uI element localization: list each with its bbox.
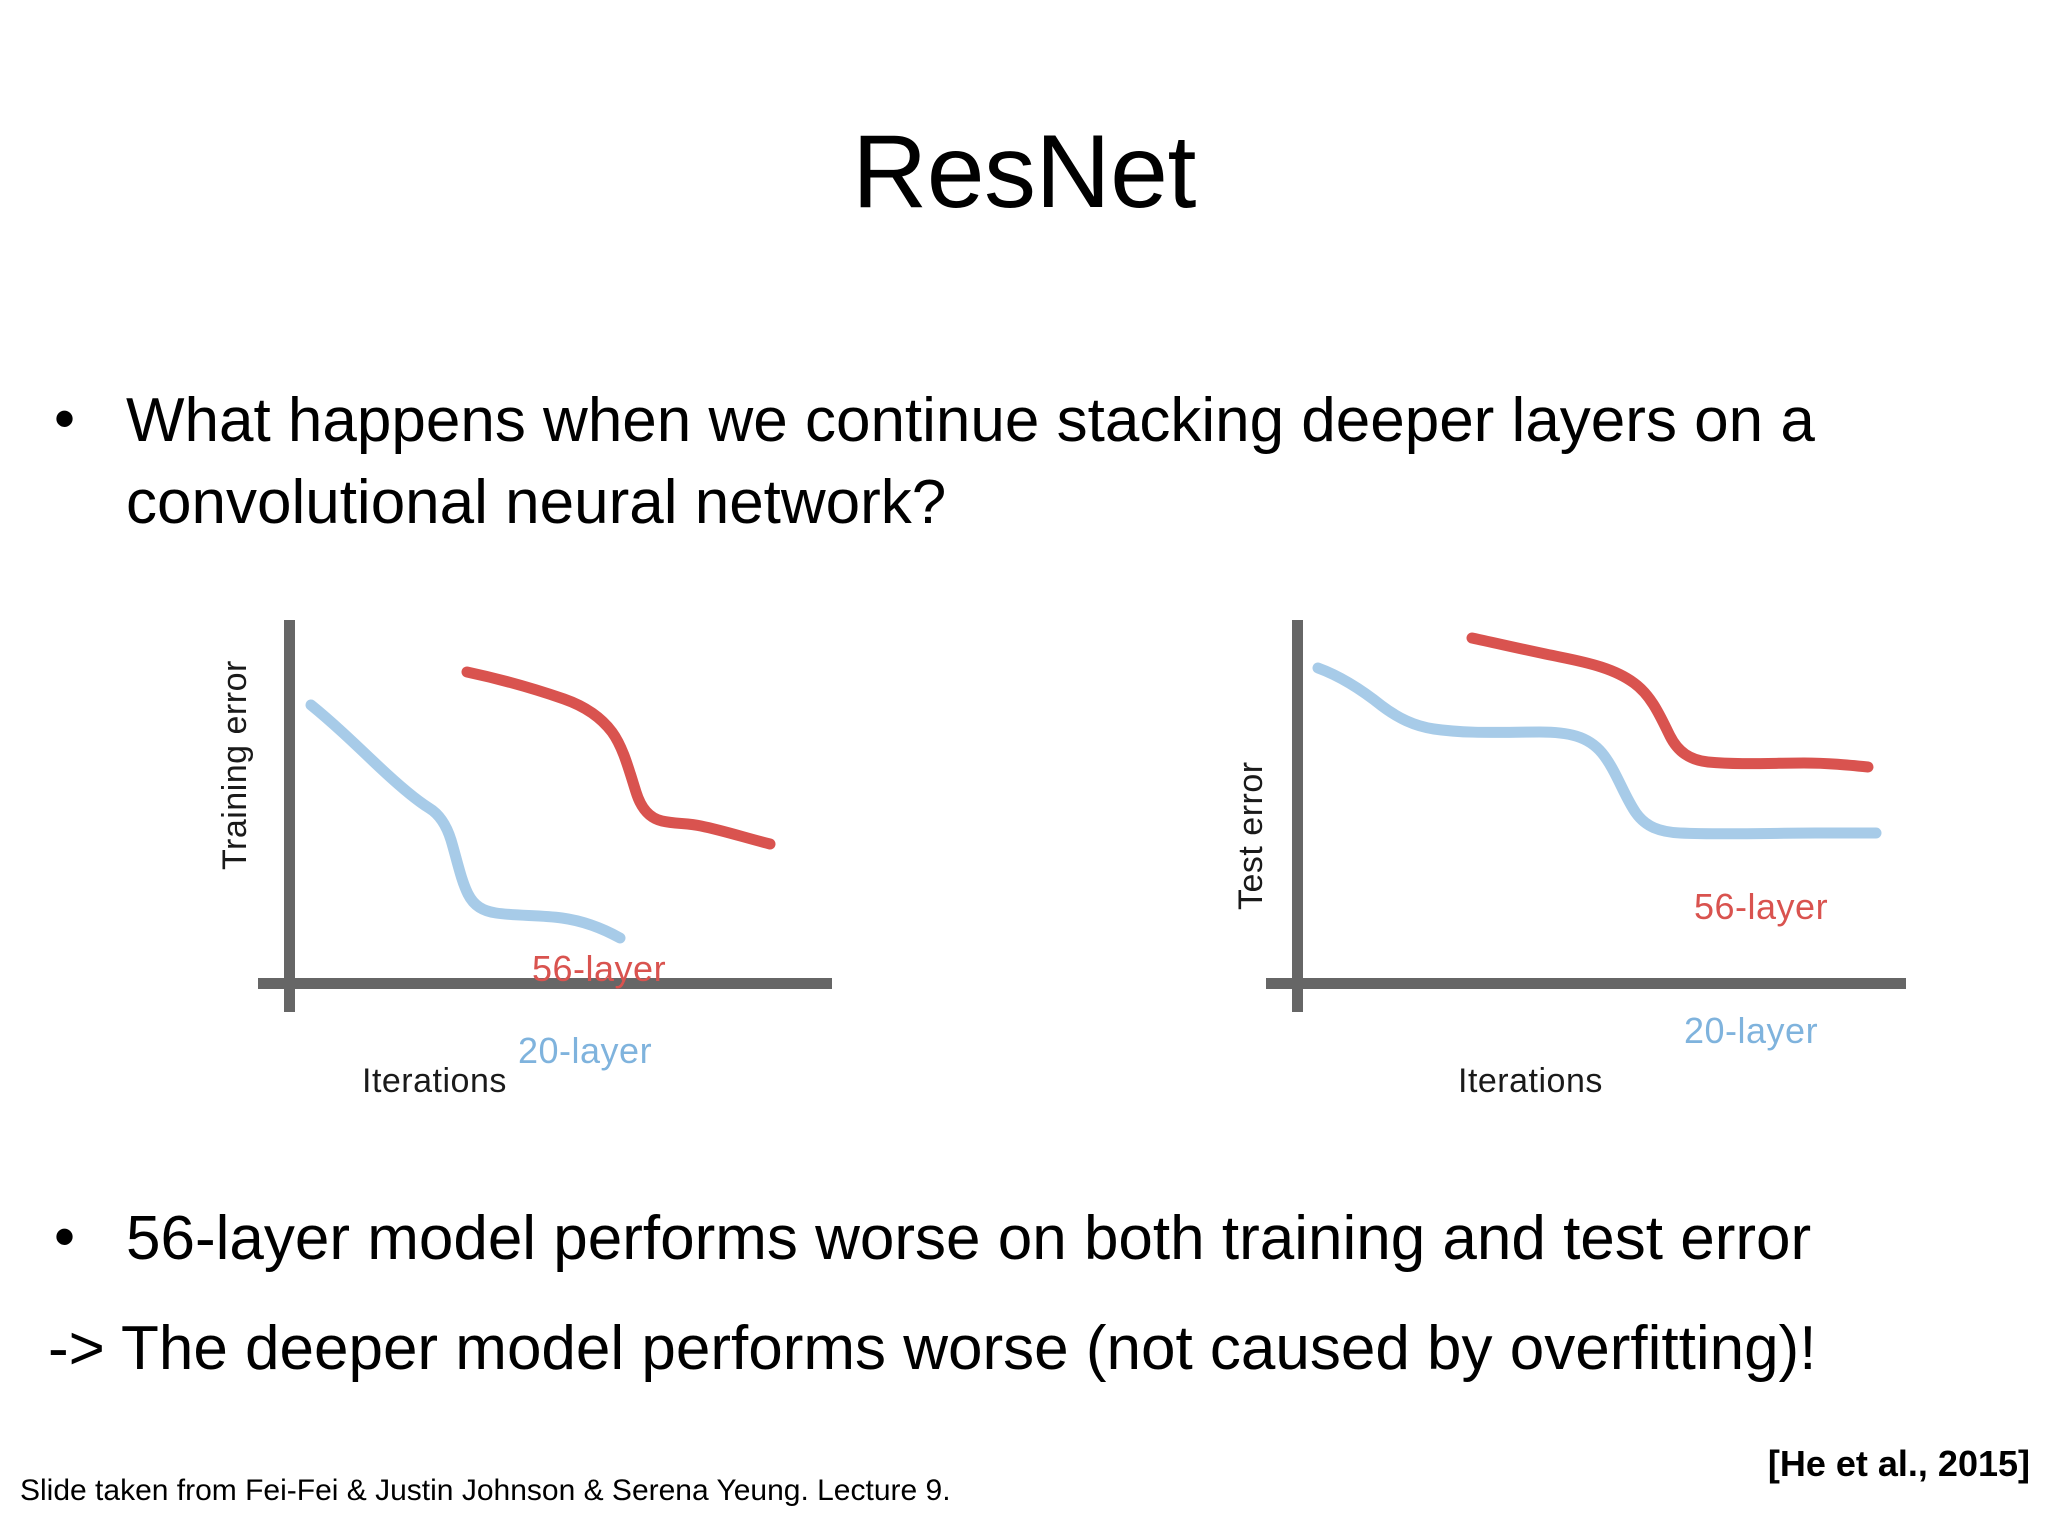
bullet-text-finding: 56-layer model performs worse on both tr… [126, 1204, 1812, 1273]
bullet-marker-icon: • [54, 1203, 76, 1270]
series-label-20-layer: 20-layer [1684, 1010, 1819, 1051]
footer-source-credit: Slide taken from Fei-Fei & Justin Johnso… [20, 1474, 951, 1507]
y-axis-line [1292, 620, 1303, 1012]
footer-citation: [He et al., 2015] [1767, 1443, 2030, 1484]
y-axis-label: Training error [216, 660, 254, 870]
series-line-56-layer [1466, 632, 1874, 773]
x-axis-line [1266, 978, 1906, 989]
test-error-chart: Test error Iterations 56-layer 20-layer [1200, 610, 1920, 1130]
bullet-text-conclusion: -> The deeper model performs worse (not … [48, 1314, 1817, 1383]
bullet-text-question: What happens when we continue stacking d… [126, 386, 1815, 537]
y-axis-line [284, 620, 295, 1012]
series-label-56-layer: 56-layer [532, 948, 667, 989]
x-axis-label: Iterations [362, 1062, 507, 1100]
series-label-20-layer: 20-layer [518, 1030, 653, 1071]
bullet-item-question: • What happens when we continue stacking… [48, 380, 2008, 544]
bullet-item-finding: • 56-layer model performs worse on both … [48, 1198, 2038, 1280]
series-label-56-layer: 56-layer [1694, 886, 1829, 927]
y-axis-label: Test error [1232, 761, 1270, 910]
training-error-plot [258, 620, 832, 1012]
series-line-20-layer [305, 699, 626, 944]
x-axis-label: Iterations [1458, 1062, 1603, 1100]
x-axis-line [258, 978, 832, 989]
series-line-56-layer [461, 666, 776, 850]
series-line-20-layer [1312, 662, 1882, 840]
page-title: ResNet [852, 114, 1196, 230]
training-error-chart: Training error Iterations 56-layer 20-la… [180, 610, 880, 1130]
bullet-marker-icon: • [54, 385, 76, 452]
test-error-plot [1266, 620, 1906, 1012]
charts-row: Training error Iterations 56-layer 20-la… [0, 610, 2048, 1130]
